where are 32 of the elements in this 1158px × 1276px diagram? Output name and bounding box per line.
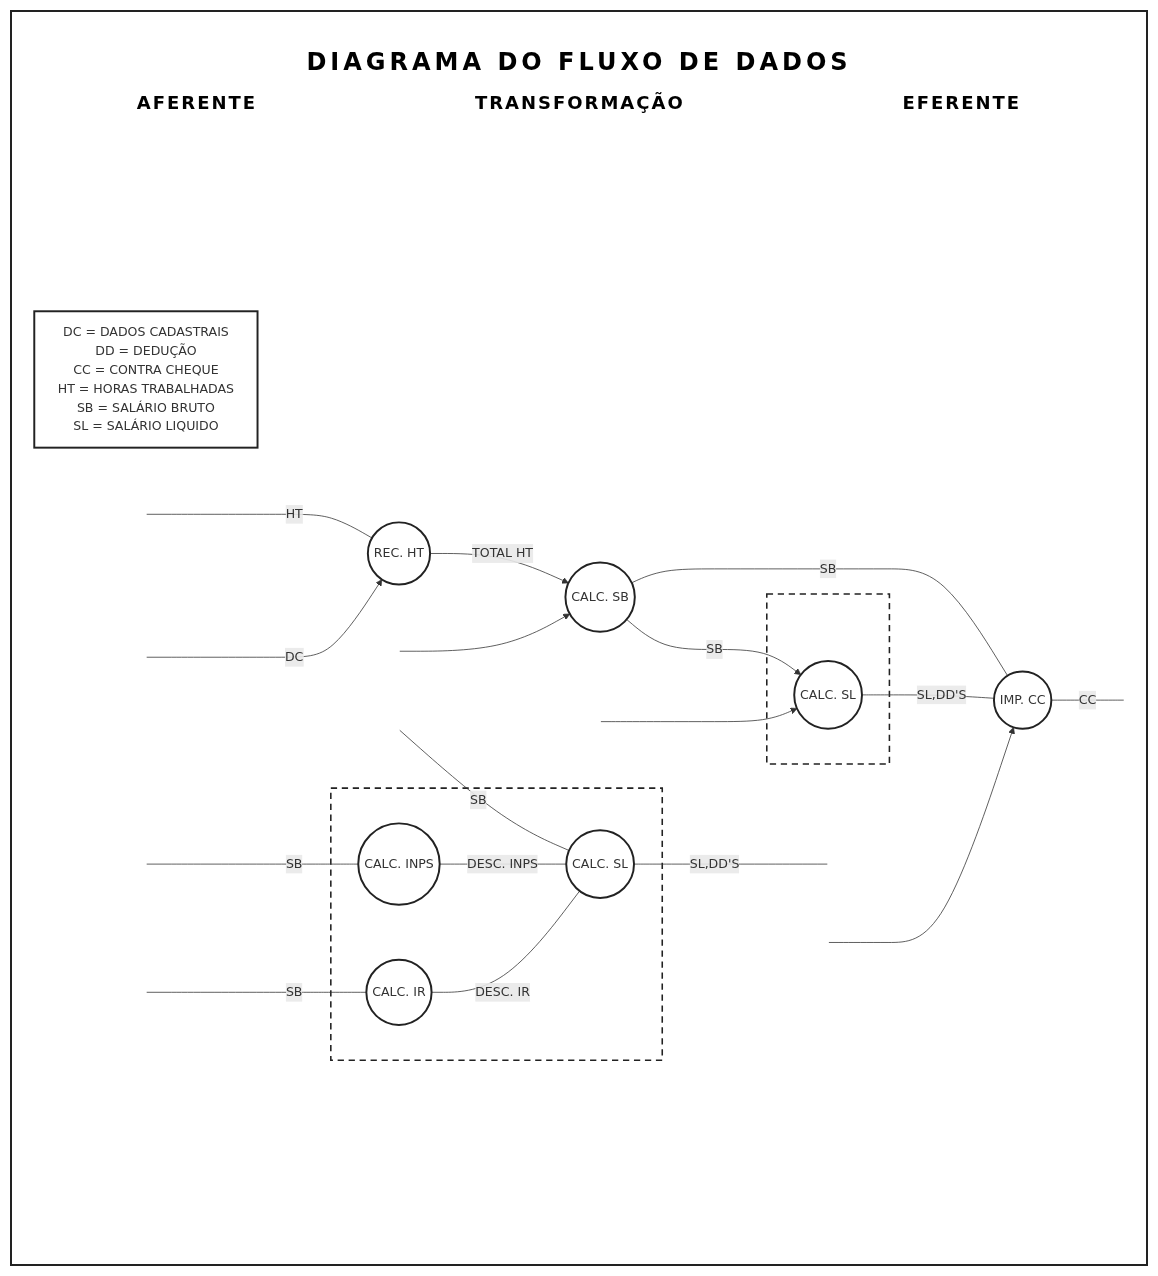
diagram-title: DIAGRAMA DO FLUXO DE DADOS xyxy=(305,48,853,76)
node-circle: CALC. IR xyxy=(365,958,433,1026)
connector xyxy=(431,890,580,993)
edge-label: CC xyxy=(1078,692,1097,707)
section-heading: AFERENTE xyxy=(136,92,258,113)
connector xyxy=(146,991,367,993)
edge-label: DC xyxy=(284,649,304,665)
edge-label: TOTAL HT xyxy=(472,545,533,561)
edge-label: SB xyxy=(470,791,487,807)
edge-label: SB xyxy=(706,641,723,657)
node-circle: CALC. SL xyxy=(565,829,635,899)
edge-label: HT xyxy=(285,506,303,522)
edge-label: DESC. IR xyxy=(475,984,530,1000)
edge-label: DESC. INPS xyxy=(467,856,538,871)
edge-label: SB xyxy=(819,560,837,576)
section-heading: EFERENTE xyxy=(902,92,1022,113)
node-circle: IMP. CC xyxy=(993,670,1053,730)
connector xyxy=(146,513,373,539)
edge-label: SL,DD'S xyxy=(916,686,967,702)
node-circle: CALC. INPS xyxy=(357,822,441,906)
edge-label: SB xyxy=(285,984,303,1000)
section-heading: TRANSFORMAÇÃO xyxy=(474,92,685,113)
connector xyxy=(146,863,359,865)
connector xyxy=(631,568,1008,676)
edge-label: SB xyxy=(285,856,303,871)
node-circle: REC. HT xyxy=(366,521,432,586)
connector xyxy=(399,729,570,851)
edge-label: SL,DD'S xyxy=(689,856,740,871)
node-box: DC = DADOS CADASTRAIS DD = DEDUÇÃO CC = CONTRA CHEQUE HT = HORAS TRABALHADAS SB = SALÁRIO BRUTO SL = SALÁRIO LIQUIDO xyxy=(33,310,259,449)
node-circle: CALC. SL xyxy=(793,659,863,730)
node-circle: CALC. SB xyxy=(564,561,636,633)
cluster xyxy=(766,592,891,765)
